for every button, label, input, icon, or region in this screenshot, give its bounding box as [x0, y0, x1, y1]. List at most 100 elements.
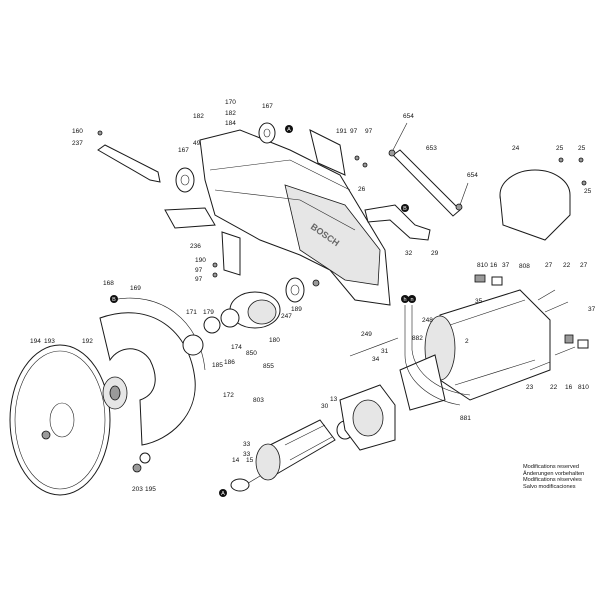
callout-letter: B [112, 297, 116, 303]
part-label: 803 [253, 397, 264, 404]
part-label: 236 [190, 243, 201, 250]
part-label: 190 [195, 257, 206, 264]
part-label: 2 [465, 338, 469, 345]
part-label: 24 [512, 145, 520, 152]
part-label: 810 [578, 384, 589, 391]
part-label: 33 [243, 441, 251, 448]
part-label: 25 [578, 145, 586, 152]
part-label: 174 [231, 344, 242, 351]
notice-line: Modifications reserved [523, 464, 579, 470]
part-label: 29 [431, 250, 439, 257]
cover-plate [309, 129, 368, 176]
part-label: 14 [232, 457, 240, 464]
callout-letter: n [410, 297, 413, 303]
part-label: 249 [361, 331, 372, 338]
part-label: 182 [225, 110, 236, 117]
part-label: 248 [422, 317, 433, 324]
part-label: 34 [372, 356, 380, 363]
notice-line: Salvo modificaciones [523, 483, 576, 490]
part-label: 170 [225, 99, 236, 106]
part-label: 850 [246, 350, 257, 357]
motor-stator [399, 289, 551, 411]
part-label: 37 [502, 262, 510, 269]
part-label: 808 [519, 263, 530, 270]
callout-marker: B [401, 204, 409, 212]
part-label: 881 [460, 415, 471, 422]
callout-letter: A [287, 127, 291, 133]
part-label: 35 [475, 298, 483, 305]
brush-holders [474, 274, 589, 349]
part-label: 97 [350, 128, 358, 135]
part-label: 49 [193, 140, 201, 147]
part-label: 30 [321, 403, 329, 410]
gear-assembly [182, 277, 320, 356]
part-label: 97 [365, 128, 373, 135]
part-label: 855 [263, 363, 274, 370]
part-label: 25 [584, 188, 592, 195]
part-label: 15 [246, 457, 254, 464]
part-label: 22 [563, 262, 571, 269]
part-label: 810 [477, 262, 488, 269]
callout-marker: B [110, 295, 118, 303]
part-label: 192 [82, 338, 93, 345]
part-label: 247 [281, 313, 292, 320]
part-label: 31 [381, 348, 389, 355]
saw-blade [9, 344, 111, 496]
part-label: 189 [291, 306, 302, 313]
gas-spring [388, 122, 469, 217]
part-label: 167 [262, 103, 273, 110]
part-label: 882 [412, 335, 423, 342]
part-label: 193 [44, 338, 55, 345]
part-label: 203 [132, 486, 143, 493]
callout-letter: h [403, 297, 406, 303]
part-label: 25 [556, 145, 564, 152]
handle-lever [97, 130, 161, 183]
part-label: 179 [203, 309, 214, 316]
callout-letter: A [221, 491, 225, 497]
part-label: 194 [30, 338, 41, 345]
part-label: 26 [358, 186, 366, 193]
part-label: 171 [186, 309, 197, 316]
part-label: 37 [588, 306, 596, 313]
notice-line: Modifications réservées [523, 477, 582, 484]
part-label: 180 [269, 337, 280, 344]
part-label: 160 [72, 128, 83, 135]
screws [529, 289, 576, 371]
part-label: 182 [193, 113, 204, 120]
upper-arm-housing: BOSCH [199, 129, 391, 306]
pin [349, 337, 399, 357]
wiring [404, 305, 471, 406]
callout-letter: B [403, 206, 407, 212]
part-label: 653 [426, 145, 437, 152]
end-bell [339, 384, 396, 451]
washers [164, 122, 276, 229]
part-label: 191 [336, 128, 347, 135]
modifications-notice: Modifications reserved Änderungen vorbeh… [523, 464, 595, 490]
callout-marker: A [285, 125, 293, 133]
part-label: 168 [103, 280, 114, 287]
part-label: 13 [330, 396, 338, 403]
bracket [212, 231, 241, 278]
callout-marker: h [401, 295, 409, 303]
part-label: 27 [545, 262, 553, 269]
part-label: 169 [130, 285, 141, 292]
callout-marker: A [219, 489, 227, 497]
callout-marker: n [408, 295, 416, 303]
part-label: 237 [72, 140, 83, 147]
clamp-bracket [364, 204, 431, 241]
part-label: 167 [178, 147, 189, 154]
blade-guard [99, 297, 206, 473]
part-label: 185 [212, 362, 223, 369]
part-label: 27 [580, 262, 588, 269]
notice-line: Änderungen vorbehalten [523, 470, 585, 477]
part-label: 654 [467, 172, 478, 179]
part-label: 33 [243, 451, 251, 458]
part-label: 172 [223, 392, 234, 399]
part-label: 184 [225, 120, 236, 127]
part-label: 654 [403, 113, 414, 120]
part-label: 97 [195, 276, 203, 283]
part-label: 195 [145, 486, 156, 493]
